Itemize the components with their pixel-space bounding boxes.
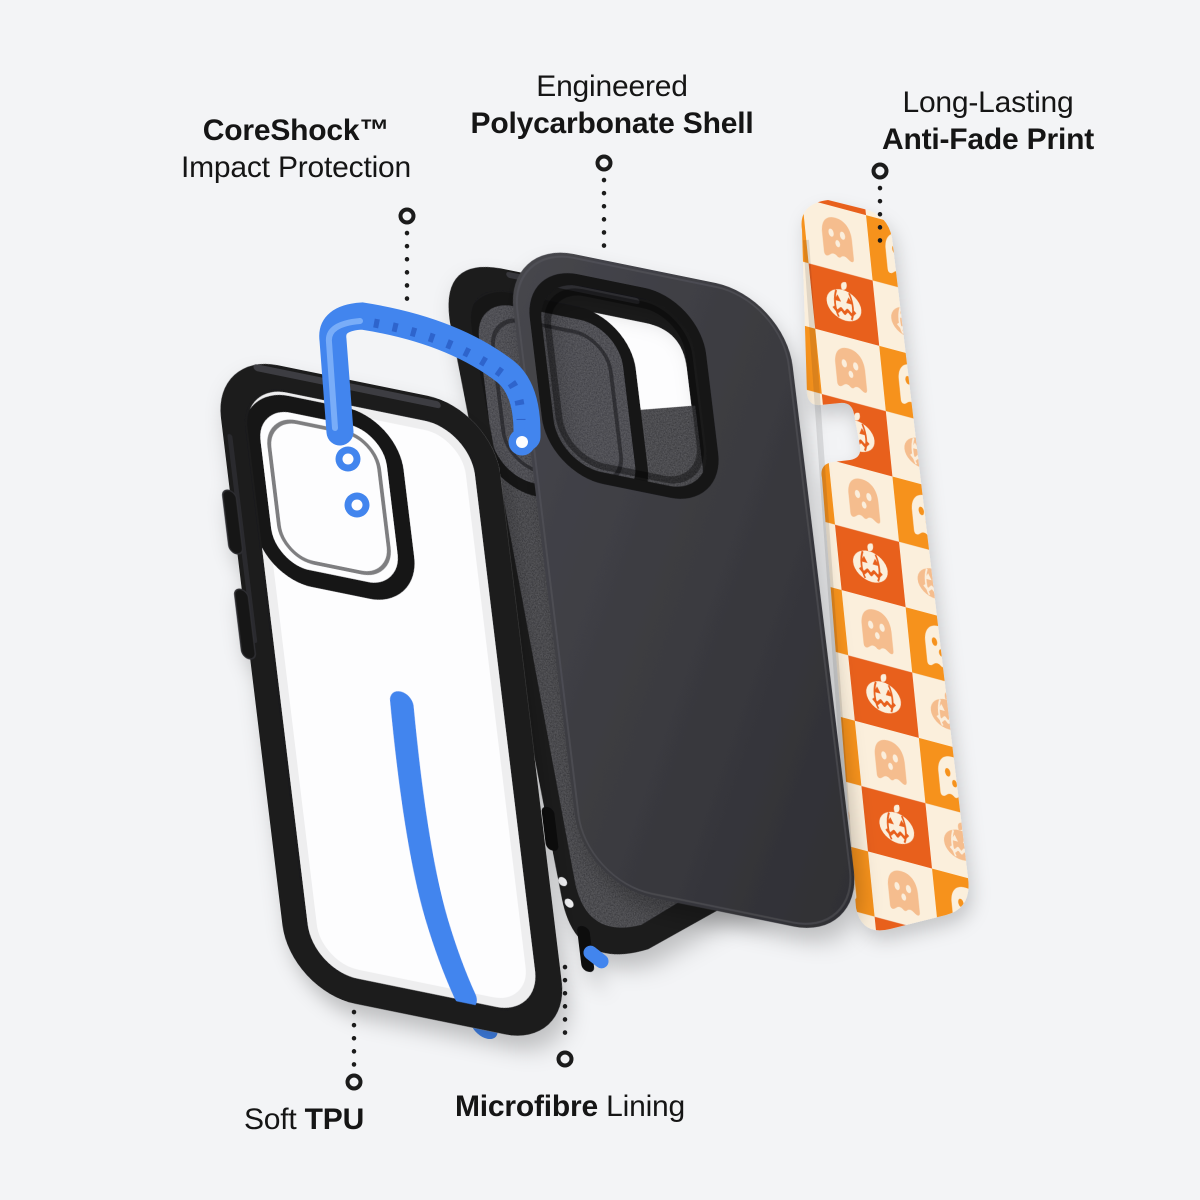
shell-camera-opening-shadow <box>544 288 704 484</box>
leader-antifade <box>871 162 889 245</box>
label-polycarbonate-regular: Engineered <box>536 70 688 103</box>
shell-camera-opening-rim <box>529 273 719 499</box>
microfibre-case-screw <box>558 877 568 887</box>
leader-polycarbonate <box>595 154 613 253</box>
tpu-camera-ring <box>243 394 415 600</box>
print-sheet-layer <box>801 200 969 931</box>
polycarbonate-shell-body <box>512 252 855 928</box>
tpu-case-layer <box>220 363 563 1036</box>
label-tpu-regular: Soft <box>243 1103 297 1136</box>
polycarbonate-shell-layer <box>512 252 855 928</box>
label-antifade: Long-Lasting Anti-Fade Print <box>882 84 1094 158</box>
tpu-frame-left-highlight <box>227 434 258 644</box>
tpu-camera-ring-inner <box>267 419 391 576</box>
label-coreshock-regular: Impact Protection <box>180 151 412 184</box>
print-sheet <box>801 200 969 931</box>
label-antifade-bold: Anti-Fade Print <box>882 123 1094 156</box>
label-microfibre: Microfibre Lining <box>455 1088 685 1125</box>
coreshock-grommet-ring <box>508 428 536 456</box>
shell-edge-highlight <box>515 255 852 925</box>
label-microfibre-regular: Lining <box>606 1090 686 1123</box>
tpu-side-button <box>222 489 244 555</box>
coreshock-grommet-ring <box>335 446 361 472</box>
label-coreshock-bold: CoreShock™ <box>202 114 390 147</box>
label-tpu: Soft TPU <box>244 1101 364 1138</box>
coreshock-arch-treads <box>373 318 526 421</box>
print-sheet-edge-shade <box>803 239 855 891</box>
coreshock-arch-highlight <box>325 318 363 431</box>
leader-coreshock <box>398 207 416 310</box>
coreshock-bottom-strip <box>389 691 477 1009</box>
coreshock-grommet-ring <box>344 492 370 518</box>
label-tpu-bold: TPU <box>304 1103 365 1136</box>
label-antifade-regular: Long-Lasting <box>902 86 1074 119</box>
leader-microfibre <box>556 964 574 1068</box>
leader-tpu <box>345 1009 363 1091</box>
tpu-inner-shadow <box>245 389 538 1010</box>
coreshock-bottom-tab <box>583 945 609 969</box>
annotation-leaders <box>345 154 889 1091</box>
microfibre-case-screw <box>564 898 574 908</box>
coreshock-insert <box>319 302 541 518</box>
label-polycarbonate-bold: Polycarbonate Shell <box>470 107 754 140</box>
label-microfibre-bold: Microfibre <box>454 1090 599 1123</box>
label-coreshock: CoreShock™ Impact Protection <box>181 112 411 186</box>
microfibre-case-port-slot <box>541 806 559 851</box>
label-polycarbonate: Engineered Polycarbonate Shell <box>471 68 754 142</box>
tpu-side-button <box>234 588 257 660</box>
